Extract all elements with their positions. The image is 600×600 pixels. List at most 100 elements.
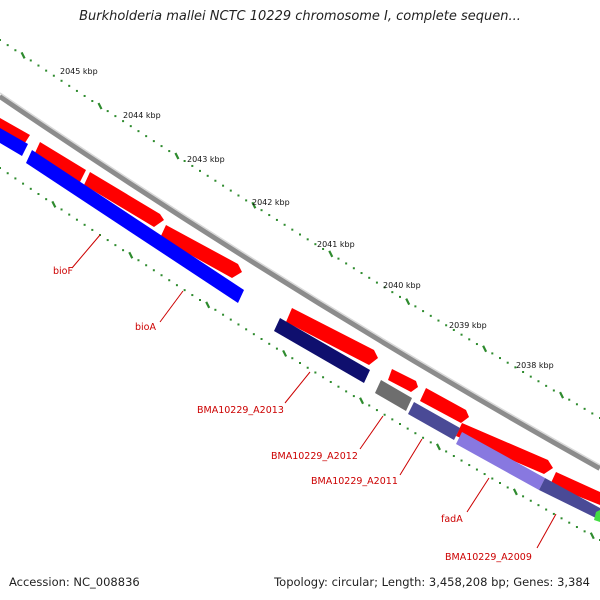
major-tick bbox=[20, 51, 26, 59]
minor-tick bbox=[583, 530, 586, 533]
minor-tick bbox=[260, 338, 263, 341]
minor-tick bbox=[399, 295, 401, 298]
minor-tick bbox=[160, 145, 163, 148]
minor-tick bbox=[591, 412, 594, 415]
minor-tick bbox=[475, 343, 478, 346]
minor-tick bbox=[283, 223, 286, 226]
gene-label-leader bbox=[399, 438, 423, 476]
minor-tick bbox=[522, 370, 525, 373]
gene-feature-forward bbox=[420, 388, 469, 423]
minor-tick bbox=[237, 323, 240, 326]
minor-tick bbox=[475, 468, 478, 471]
minor-tick bbox=[537, 380, 540, 383]
gene-label-leader bbox=[159, 290, 184, 323]
minor-tick bbox=[152, 140, 155, 143]
minor-tick bbox=[506, 361, 509, 364]
minor-tick bbox=[245, 328, 248, 331]
minor-tick bbox=[499, 357, 501, 360]
minor-tick bbox=[22, 182, 25, 185]
minor-tick bbox=[452, 328, 455, 331]
edge-feature bbox=[594, 510, 600, 522]
minor-tick bbox=[452, 455, 455, 458]
minor-tick bbox=[322, 248, 325, 251]
minor-tick bbox=[45, 69, 48, 72]
gene-label: BMA10229_A2011 bbox=[311, 476, 398, 487]
minor-tick bbox=[75, 89, 78, 92]
minor-tick bbox=[245, 199, 248, 202]
minor-tick bbox=[29, 187, 32, 190]
tick-label: 2042 kbp bbox=[252, 198, 290, 207]
minor-tick bbox=[422, 310, 425, 313]
minor-tick bbox=[460, 459, 463, 462]
minor-tick bbox=[175, 284, 178, 287]
minor-tick bbox=[214, 179, 217, 182]
tick-label: 2040 kbp bbox=[383, 281, 421, 290]
minor-tick bbox=[83, 94, 86, 97]
minor-tick bbox=[460, 333, 463, 336]
minor-tick bbox=[568, 398, 571, 401]
tick-label: 2043 kbp bbox=[187, 155, 225, 164]
tick-ring-dots bbox=[0, 39, 600, 419]
minor-tick bbox=[83, 223, 86, 226]
minor-tick bbox=[275, 347, 278, 350]
minor-tick bbox=[491, 352, 494, 355]
major-tick bbox=[435, 443, 441, 451]
minor-tick bbox=[29, 59, 32, 62]
minor-tick bbox=[260, 209, 263, 212]
minor-tick bbox=[329, 380, 332, 383]
minor-tick bbox=[229, 318, 232, 321]
gene-label: fadA bbox=[441, 514, 463, 525]
minor-tick bbox=[345, 262, 348, 265]
gene-label-leader bbox=[536, 513, 557, 549]
minor-tick bbox=[506, 486, 509, 489]
minor-tick bbox=[106, 110, 109, 113]
minor-tick bbox=[114, 115, 117, 118]
genome-stats-label: Topology: circular; Length: 3,458,208 bp… bbox=[274, 575, 590, 589]
major-tick bbox=[174, 152, 180, 160]
minor-tick bbox=[268, 214, 271, 217]
minor-tick bbox=[191, 164, 194, 167]
major-tick bbox=[205, 301, 211, 309]
minor-tick bbox=[168, 150, 171, 153]
minor-tick bbox=[199, 299, 201, 301]
gene-label: BMA10229_A2012 bbox=[271, 451, 358, 462]
gene-label-leader bbox=[284, 371, 311, 404]
gene-label-leader bbox=[71, 234, 101, 269]
minor-tick bbox=[6, 44, 9, 47]
minor-tick bbox=[552, 512, 555, 515]
minor-tick bbox=[306, 366, 309, 369]
minor-tick bbox=[406, 427, 409, 430]
minor-tick bbox=[191, 294, 194, 297]
major-tick bbox=[482, 345, 488, 353]
gene-labels: bioFbioABMA10229_A2013BMA10229_A2012BMA1… bbox=[53, 234, 557, 563]
minor-tick bbox=[522, 495, 525, 498]
minor-tick bbox=[291, 228, 294, 231]
major-tick bbox=[51, 200, 57, 208]
minor-tick bbox=[68, 84, 71, 87]
minor-tick bbox=[391, 418, 394, 421]
minor-tick bbox=[168, 279, 171, 282]
gene-feature-forward bbox=[456, 423, 553, 474]
minor-tick bbox=[52, 74, 55, 77]
tick-label: 2038 kbp bbox=[516, 361, 554, 370]
minor-tick bbox=[237, 194, 240, 197]
minor-tick bbox=[337, 257, 340, 260]
forward-strand-features bbox=[0, 118, 600, 505]
major-tick bbox=[97, 102, 103, 110]
major-tick bbox=[405, 298, 411, 306]
gene-label: bioA bbox=[135, 322, 156, 333]
minor-tick bbox=[6, 172, 9, 175]
minor-tick bbox=[422, 436, 425, 439]
minor-tick bbox=[352, 395, 355, 398]
minor-tick bbox=[299, 362, 301, 364]
minor-tick bbox=[414, 305, 417, 308]
minor-tick bbox=[583, 407, 586, 410]
backbone bbox=[0, 92, 600, 471]
minor-tick bbox=[414, 432, 417, 435]
minor-tick bbox=[537, 504, 540, 507]
gene-feature-forward bbox=[0, 118, 30, 146]
gene-feature-reverse bbox=[408, 402, 460, 440]
minor-tick bbox=[383, 286, 386, 289]
gene-label-leader bbox=[466, 477, 490, 513]
